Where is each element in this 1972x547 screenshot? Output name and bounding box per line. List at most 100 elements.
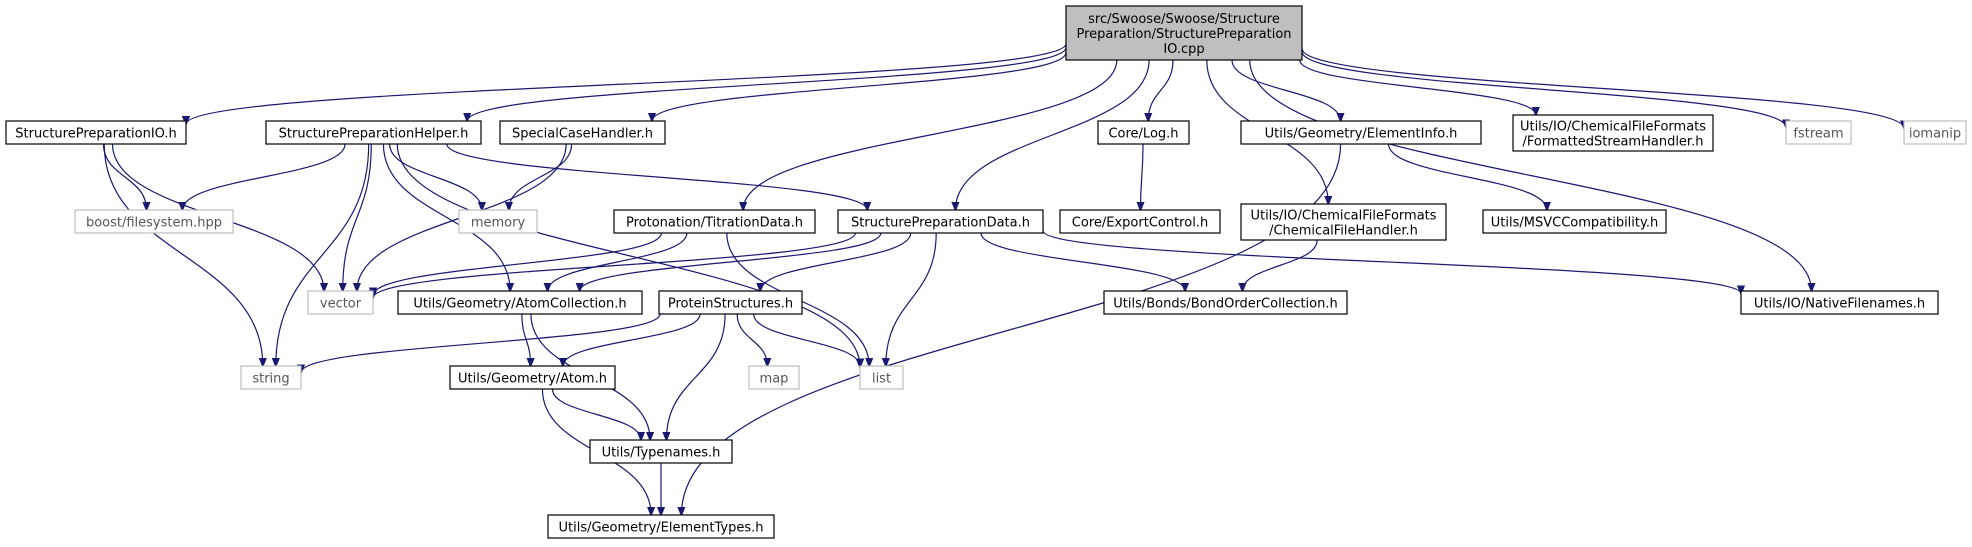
edge-cfh_h-to-bondorder_h	[1242, 239, 1318, 291]
node-label-list: list	[872, 371, 891, 386]
node-msvc_h[interactable]: Utils/MSVCCompatibility.h	[1482, 209, 1667, 234]
node-spio_h[interactable]: StructurePreparationIO.h	[5, 120, 187, 145]
edge-spdata_h-to-bondorder_h	[980, 232, 1185, 291]
node-box-exportctl_h	[1059, 209, 1221, 234]
node-fsh_h[interactable]: Utils/IO/ChemicalFileFormats/FormattedSt…	[1512, 114, 1714, 152]
node-fstream: fstream	[1785, 120, 1852, 145]
edge-protstruct_h-to-list	[753, 313, 860, 367]
node-box-titration_h	[613, 209, 816, 234]
edge-corelog_h-to-exportctl_h	[1141, 143, 1144, 210]
node-label-nativefn_h: Utils/IO/NativeFilenames.h	[1754, 296, 1925, 311]
node-corelog_h[interactable]: Core/Log.h	[1097, 120, 1190, 145]
node-box-memory	[458, 209, 538, 234]
node-bondorder_h[interactable]: Utils/Bonds/BondOrderCollection.h	[1103, 290, 1348, 315]
edge-atom_h-to-typenames_h	[551, 388, 642, 440]
node-box-spdata_h	[837, 209, 1044, 234]
node-box-string	[240, 365, 302, 390]
node-box-typenames_h	[589, 439, 733, 464]
node-label-eltypes_h: Utils/Geometry/ElementTypes.h	[558, 520, 763, 535]
node-label-boostfs: boost/filesystem.hpp	[86, 215, 222, 230]
node-cfh_h[interactable]: Utils/IO/ChemicalFileFormats/ChemicalFil…	[1240, 203, 1447, 241]
node-label-iomanip: iomanip	[1909, 126, 1961, 141]
node-label-fstream: fstream	[1793, 126, 1843, 141]
node-box-nativefn_h	[1740, 290, 1939, 315]
edge-root-to-spio_h	[186, 43, 1067, 125]
node-typenames_h[interactable]: Utils/Typenames.h	[589, 439, 733, 464]
edge-spdata_h-to-nativefn_h	[1042, 230, 1741, 294]
node-box-bondorder_h	[1103, 290, 1348, 315]
node-label-sch_h: SpecialCaseHandler.h	[512, 126, 653, 141]
node-box-msvc_h	[1482, 209, 1667, 234]
edge-root-to-iomanip	[1301, 48, 1904, 129]
edge-spdata_h-to-vector	[373, 232, 856, 298]
node-string: string	[240, 365, 302, 390]
node-titration_h[interactable]: Protonation/TitrationData.h	[613, 209, 816, 234]
node-eltypes_h[interactable]: Utils/Geometry/ElementTypes.h	[547, 514, 775, 539]
node-label-protstruct_h: ProteinStructures.h	[668, 296, 793, 311]
edge-sph_h-to-list	[396, 143, 860, 367]
node-label-sph_h: StructurePreparationHelper.h	[279, 126, 469, 141]
node-sph_h[interactable]: StructurePreparationHelper.h	[265, 120, 482, 145]
node-label-bondorder_h: Utils/Bonds/BondOrderCollection.h	[1113, 296, 1338, 311]
edge-protstruct_h-to-typenames_h	[666, 313, 726, 440]
node-label-atom_h: Utils/Geometry/Atom.h	[458, 371, 607, 386]
edge-root-to-sph_h	[467, 47, 1067, 122]
node-spdata_h[interactable]: StructurePreparationData.h	[837, 209, 1044, 234]
edge-protstruct_h-to-map	[736, 313, 767, 366]
node-protstruct_h[interactable]: ProteinStructures.h	[658, 290, 803, 315]
node-box-spio_h	[5, 120, 187, 145]
edge-root-to-fsh_h	[1299, 59, 1536, 115]
node-box-root	[1065, 5, 1303, 61]
edge-protstruct_h-to-atom_h	[563, 313, 701, 366]
node-boostfs: boost/filesystem.hpp	[74, 209, 234, 234]
edge-titration_h-to-atomcoll_h	[548, 232, 688, 291]
node-label-cfh_h: Utils/IO/ChemicalFileFormats/ChemicalFil…	[1250, 208, 1436, 238]
node-atom_h[interactable]: Utils/Geometry/Atom.h	[449, 365, 616, 390]
node-box-boostfs	[74, 209, 234, 234]
node-box-fsh_h	[1512, 114, 1714, 152]
node-label-elinfo_h: Utils/Geometry/ElementInfo.h	[1265, 126, 1458, 141]
edge-sph_h-to-spdata_h	[446, 143, 867, 210]
node-box-iomanip	[1903, 120, 1967, 145]
node-box-cfh_h	[1240, 203, 1447, 241]
node-label-exportctl_h: Core/ExportControl.h	[1072, 215, 1208, 230]
node-box-sch_h	[499, 120, 666, 145]
node-vector: vector	[307, 290, 374, 315]
edge-spdata_h-to-list	[886, 232, 937, 366]
edge-sph_h-to-atomcoll_h	[382, 143, 510, 291]
edge-spdata_h-to-atomcoll_h	[580, 232, 882, 291]
edge-root-to-elinfo_h	[1231, 59, 1341, 121]
node-box-map	[748, 365, 800, 390]
edge-root-to-corelog_h	[1148, 59, 1174, 121]
node-box-fstream	[1785, 120, 1852, 145]
edge-protstruct_h-to-string	[301, 313, 661, 373]
node-box-elinfo_h	[1240, 120, 1482, 145]
edge-elinfo_h-to-eltypes_h	[681, 143, 1342, 515]
edge-elinfo_h-to-msvc_h	[1388, 143, 1547, 210]
node-list: list	[859, 365, 904, 390]
node-label-msvc_h: Utils/MSVCCompatibility.h	[1491, 215, 1658, 230]
node-box-protstruct_h	[658, 290, 803, 315]
edge-root-to-spdata_h	[955, 59, 1150, 210]
node-label-spio_h: StructurePreparationIO.h	[15, 126, 176, 141]
node-elinfo_h[interactable]: Utils/Geometry/ElementInfo.h	[1240, 120, 1482, 145]
node-iomanip: iomanip	[1903, 120, 1967, 145]
edge-root-to-fstream	[1301, 51, 1786, 128]
node-label-fsh_h: Utils/IO/ChemicalFileFormats/FormattedSt…	[1520, 119, 1706, 149]
node-map: map	[748, 365, 800, 390]
edge-root-to-titration_h	[743, 59, 1118, 210]
node-exportctl_h[interactable]: Core/ExportControl.h	[1059, 209, 1221, 234]
edge-sch_h-to-memory	[509, 143, 573, 210]
node-box-eltypes_h	[547, 514, 775, 539]
node-sch_h[interactable]: SpecialCaseHandler.h	[499, 120, 666, 145]
node-atomcoll_h[interactable]: Utils/Geometry/AtomCollection.h	[397, 290, 643, 315]
node-nativefn_h[interactable]: Utils/IO/NativeFilenames.h	[1740, 290, 1939, 315]
node-memory: memory	[458, 209, 538, 234]
node-box-corelog_h	[1097, 120, 1190, 145]
edge-sph_h-to-boostfs	[182, 143, 346, 210]
node-label-typenames_h: Utils/Typenames.h	[602, 445, 721, 460]
